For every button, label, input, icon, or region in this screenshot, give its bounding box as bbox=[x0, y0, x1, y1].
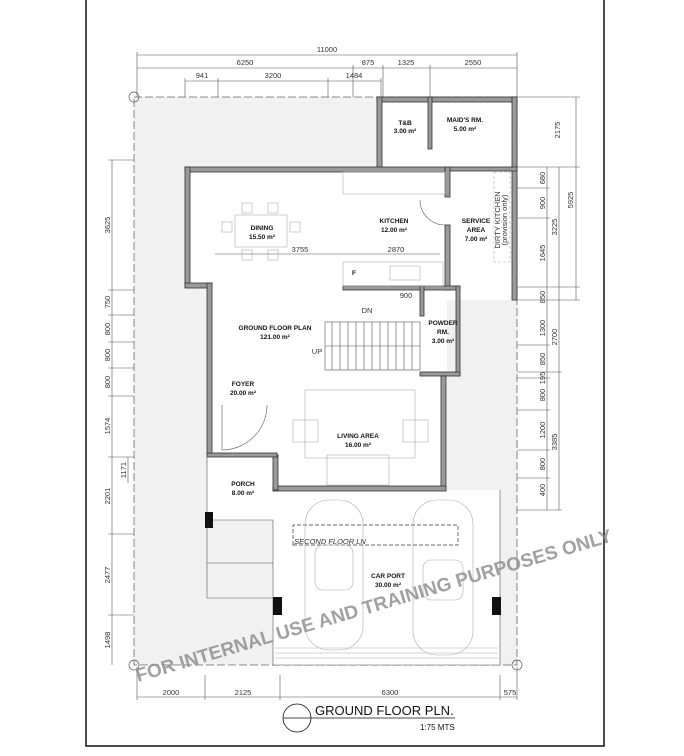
room-area: 5.00 m² bbox=[454, 126, 477, 133]
door-swing bbox=[419, 199, 446, 226]
dimension-label: 2000 bbox=[163, 688, 180, 697]
room-label: FOYER bbox=[232, 381, 255, 388]
boundary-marker bbox=[128, 91, 140, 103]
dimension-label: 750 bbox=[103, 296, 112, 309]
dimension-lines-top bbox=[136, 52, 518, 97]
dimension-lines-bottom bbox=[136, 667, 518, 700]
dirty-kitchen-outline bbox=[493, 171, 511, 263]
dining-table bbox=[221, 202, 301, 261]
dimension-label: 5925 bbox=[566, 192, 575, 209]
stairs bbox=[324, 321, 421, 371]
dimension-label: 900 bbox=[400, 291, 413, 300]
column bbox=[205, 512, 213, 528]
dimension-label: 2870 bbox=[388, 245, 405, 254]
room-label: DINING bbox=[251, 225, 274, 232]
sheet-frame bbox=[85, 0, 605, 747]
dimension-label: 2125 bbox=[235, 688, 252, 697]
living-set bbox=[292, 389, 429, 486]
dimension-label: 680 bbox=[538, 172, 547, 185]
dimension-label: 2175 bbox=[553, 122, 562, 139]
dimension-label: 1484 bbox=[346, 71, 363, 80]
room-label: AREA bbox=[467, 227, 486, 234]
dimension-label: 1645 bbox=[538, 245, 547, 262]
floor-label: GROUND FLOOR PLAN bbox=[239, 325, 312, 332]
room-area: 3.00 m² bbox=[394, 128, 417, 135]
room-label: T&B bbox=[398, 120, 412, 127]
walls bbox=[184, 96, 518, 492]
dimension-label: 3200 bbox=[265, 71, 282, 80]
floor-area: 121.00 m² bbox=[260, 334, 290, 341]
dimension-label: 2201 bbox=[103, 488, 112, 505]
room-area: 3.00 m² bbox=[432, 338, 455, 345]
room-label: MAID'S RM. bbox=[447, 117, 483, 124]
dimension-label: 3225 bbox=[550, 219, 559, 236]
room-label: DIRTY KITCHEN bbox=[493, 191, 502, 248]
dimension-label: 800 bbox=[103, 349, 112, 362]
dimension-label: 850 bbox=[538, 291, 547, 304]
drawing-title: GROUND FLOOR PLN. bbox=[315, 703, 454, 718]
dimension-label: 1200 bbox=[538, 422, 547, 439]
room-label: RM. bbox=[437, 329, 449, 336]
right-dimension-labels: 680 900 1645 850 1300 850 195 800 1200 8… bbox=[538, 122, 575, 497]
dimension-label: 2550 bbox=[465, 58, 482, 67]
dimension-label: 1300 bbox=[538, 320, 547, 337]
room-label: POWDER bbox=[428, 320, 458, 327]
dimension-label: 800 bbox=[103, 376, 112, 389]
room-area: 8.00 m² bbox=[232, 490, 255, 497]
dimension-label: 800 bbox=[538, 389, 547, 402]
room-area: 7.00 m² bbox=[465, 236, 488, 243]
room-label: SERVICE bbox=[462, 218, 491, 225]
stair-up-label: UP bbox=[312, 347, 322, 356]
dimension-lines-right bbox=[517, 96, 580, 511]
room-area: 12.00 m² bbox=[381, 227, 408, 234]
dimension-label: 941 bbox=[196, 71, 209, 80]
dimension-label: 1325 bbox=[398, 58, 415, 67]
dimension-lines-left bbox=[108, 159, 134, 665]
dimension-label: 3625 bbox=[103, 217, 112, 234]
room-area: 30.00 m² bbox=[375, 582, 402, 589]
dimension-label: 575 bbox=[504, 688, 517, 697]
room-label: KITCHEN bbox=[380, 218, 409, 225]
kitchen-counter bbox=[342, 171, 446, 287]
door-swing bbox=[221, 404, 268, 451]
column bbox=[273, 597, 282, 615]
dimension-label: 11000 bbox=[317, 45, 337, 54]
room-label: LIVING AREA bbox=[337, 433, 379, 440]
boundary-marker bbox=[128, 659, 140, 671]
dimension-label: 850 bbox=[538, 353, 547, 366]
dimension-label: 800 bbox=[538, 458, 547, 471]
dimension-label: 195 bbox=[538, 372, 547, 385]
dimension-label: 2477 bbox=[103, 567, 112, 584]
room-label: CAR PORT bbox=[371, 573, 405, 580]
dimension-label: 800 bbox=[103, 323, 112, 336]
room-note: (provision only) bbox=[500, 194, 509, 245]
dimension-label: 1171 bbox=[119, 462, 128, 478]
fridge-label: F bbox=[352, 270, 356, 277]
column bbox=[492, 597, 501, 615]
dimension-label: 900 bbox=[538, 197, 547, 210]
dimension-label: 1574 bbox=[103, 418, 112, 435]
stair-down-label: DN bbox=[362, 306, 373, 315]
car-icon bbox=[304, 499, 364, 651]
drawing-scale: 1:75 MTS bbox=[420, 723, 455, 732]
room-label: PORCH bbox=[231, 481, 255, 488]
dimension-label: 6300 bbox=[382, 688, 399, 697]
left-dimension-labels: 3625 750 800 800 800 1574 1171 2201 2477… bbox=[103, 217, 128, 649]
room-area: 16.00 m² bbox=[345, 442, 372, 449]
second-floor-label: SECOND FLOOR LN bbox=[294, 537, 366, 546]
dimension-label: 2700 bbox=[550, 329, 559, 346]
dimension-label: 3385 bbox=[550, 434, 559, 451]
dimension-label: 400 bbox=[538, 484, 547, 497]
dimension-label: 1498 bbox=[103, 632, 112, 649]
dimension-label: 3755 bbox=[292, 245, 309, 254]
room-area: 15.50 m² bbox=[249, 234, 276, 241]
dimension-label: 875 bbox=[362, 58, 375, 67]
car-icon bbox=[412, 499, 474, 656]
room-area: 20.00 m² bbox=[230, 390, 257, 397]
dimension-label: 6250 bbox=[237, 58, 254, 67]
second-floor-line bbox=[292, 524, 459, 546]
